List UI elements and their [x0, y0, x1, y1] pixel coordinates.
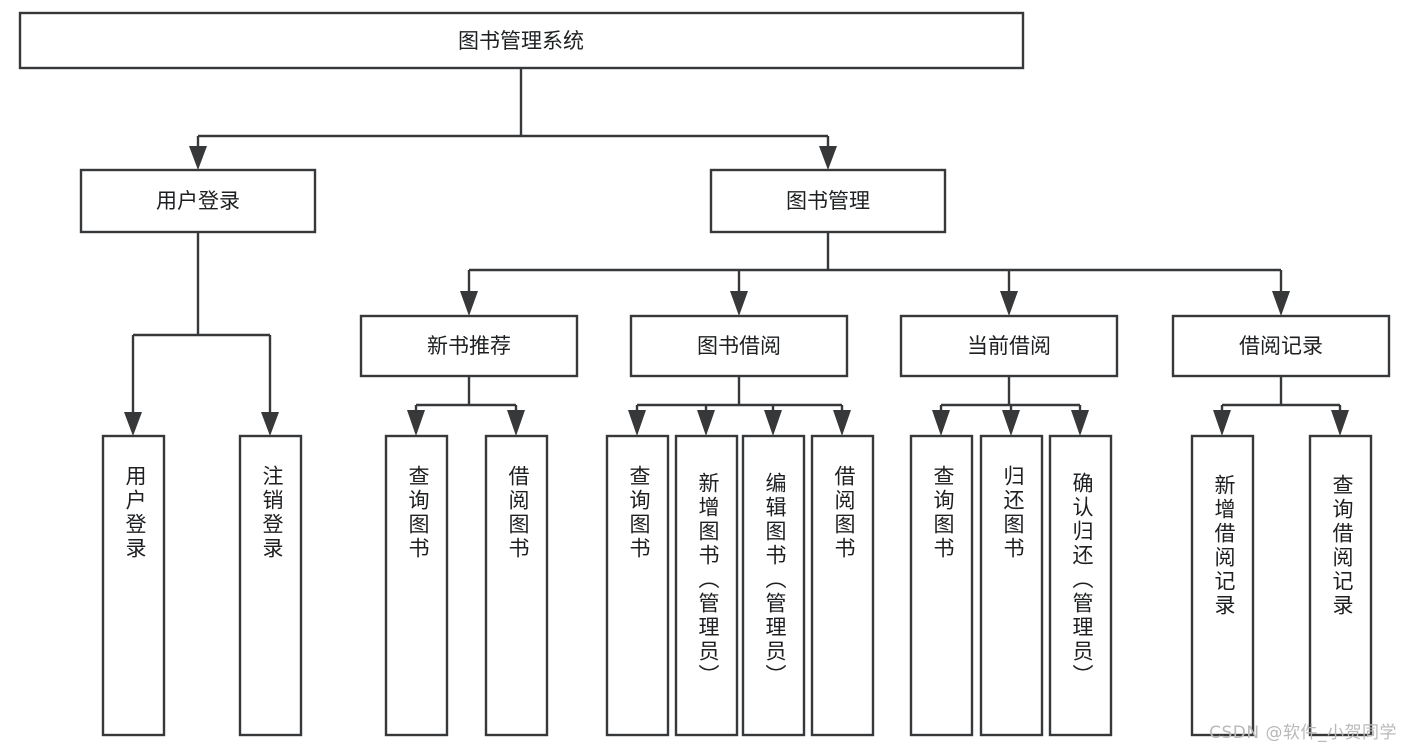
- leaf-return-book-label: 归还图书: [1001, 465, 1025, 561]
- node-book-manage[interactable]: 图书管理: [709, 168, 947, 234]
- node-root[interactable]: 图书管理系统: [18, 11, 1025, 70]
- leaf-add-record-label: 新增借阅记录: [1212, 474, 1236, 618]
- csdn-watermark: CSDN @软件_小贺同学: [1209, 723, 1397, 743]
- leaf-query-record-label: 查询借阅记录: [1330, 474, 1354, 618]
- node-borrow-record[interactable]: 借阅记录: [1171, 314, 1391, 378]
- leaf-add-book-box[interactable]: [674, 434, 739, 737]
- node-user-login-box[interactable]: [79, 168, 317, 234]
- arrow-newbook-leaf2: [507, 410, 525, 436]
- leaf-query-book-c-label: 查询图书: [931, 465, 955, 561]
- leaf-user-login-label: 用户登录: [123, 465, 147, 561]
- leaf-borrow-book-b-label: 借阅图书: [832, 465, 856, 561]
- leaf-add-record[interactable]: 新增借阅记录: [1190, 434, 1255, 737]
- leaf-query-book-b-box[interactable]: [605, 434, 670, 737]
- node-new-book-rec-label: 新书推荐: [427, 334, 511, 358]
- arrow-bookmanage-c4: [1272, 291, 1290, 316]
- node-book-borrow-label: 图书借阅: [697, 334, 781, 358]
- leaf-return-book-box[interactable]: [979, 434, 1044, 737]
- node-current-borrow-box[interactable]: [899, 314, 1119, 378]
- arrow-borrow-leaf4: [833, 410, 851, 436]
- leaf-query-book-b-label: 查询图书: [627, 465, 651, 561]
- arrow-userlogin-leaf2: [261, 412, 279, 436]
- leaf-logout-label: 注销登录: [260, 465, 284, 561]
- leaf-add-book-label: 新增图书（管理员）: [696, 472, 720, 688]
- leaf-user-login[interactable]: 用户登录: [101, 434, 166, 737]
- arrow-current-leaf2: [1002, 410, 1020, 436]
- node-book-borrow[interactable]: 图书借阅: [629, 314, 849, 378]
- arrow-borrow-leaf2: [697, 410, 715, 436]
- arrow-current-leaf3: [1071, 410, 1089, 436]
- leaf-query-book-a-box[interactable]: [384, 434, 449, 737]
- arrow-bookmanage-c1: [460, 291, 478, 316]
- leaf-confirm-return-box[interactable]: [1048, 434, 1113, 737]
- arrow-root-to-book-manage: [819, 146, 837, 170]
- leaf-query-book-a-label: 查询图书: [406, 465, 430, 561]
- leaf-edit-book-label: 编辑图书（管理员）: [763, 472, 787, 688]
- node-user-login-label: 用户登录: [156, 189, 240, 213]
- arrow-bookmanage-c2: [730, 291, 748, 316]
- leaf-user-login-box[interactable]: [101, 434, 166, 737]
- arrow-root-to-user-login: [189, 146, 207, 170]
- leaf-edit-book[interactable]: 编辑图书（管理员）: [741, 434, 806, 737]
- node-book-manage-label: 图书管理: [786, 189, 870, 213]
- arrow-current-leaf1: [932, 410, 950, 436]
- leaf-logout-box[interactable]: [238, 434, 303, 737]
- leaf-return-book[interactable]: 归还图书: [979, 434, 1044, 737]
- node-root-label: 图书管理系统: [458, 29, 584, 53]
- leaf-borrow-book-a[interactable]: 借阅图书: [484, 434, 549, 737]
- node-current-borrow-label: 当前借阅: [967, 334, 1051, 358]
- node-new-book-rec-box[interactable]: [359, 314, 579, 378]
- leaf-query-book-a[interactable]: 查询图书: [384, 434, 449, 737]
- arrow-borrow-leaf3: [764, 410, 782, 436]
- arrow-newbook-leaf1: [407, 410, 425, 436]
- leaf-borrow-book-a-box[interactable]: [484, 434, 549, 737]
- leaf-query-book-b[interactable]: 查询图书: [605, 434, 670, 737]
- leaf-query-record[interactable]: 查询借阅记录: [1308, 434, 1373, 737]
- leaf-borrow-book-b-box[interactable]: [810, 434, 875, 737]
- arrow-borrow-leaf1: [628, 410, 646, 436]
- leaf-logout[interactable]: 注销登录: [238, 434, 303, 737]
- node-current-borrow[interactable]: 当前借阅: [899, 314, 1119, 378]
- arrow-userlogin-leaf1: [124, 412, 142, 436]
- leaf-query-book-c-box[interactable]: [909, 434, 974, 737]
- node-new-book-rec[interactable]: 新书推荐: [359, 314, 579, 378]
- node-book-manage-box[interactable]: [709, 168, 947, 234]
- leaf-edit-book-box[interactable]: [741, 434, 806, 737]
- leaf-add-book[interactable]: 新增图书（管理员）: [674, 434, 739, 737]
- leaf-borrow-book-a-label: 借阅图书: [506, 465, 530, 561]
- node-borrow-record-box[interactable]: [1171, 314, 1391, 378]
- leaf-confirm-return[interactable]: 确认归还（管理员）: [1048, 434, 1113, 737]
- leaf-add-record-box[interactable]: [1190, 434, 1255, 737]
- arrow-bookmanage-c3: [1000, 291, 1018, 316]
- node-user-login[interactable]: 用户登录: [79, 168, 317, 234]
- leaf-query-book-c[interactable]: 查询图书: [909, 434, 974, 737]
- leaf-borrow-book-b[interactable]: 借阅图书: [810, 434, 875, 737]
- arrow-record-leaf1: [1213, 410, 1231, 436]
- leaf-confirm-return-label: 确认归还（管理员）: [1070, 472, 1094, 688]
- connector-layer: [124, 68, 1349, 436]
- arrow-record-leaf2: [1331, 410, 1349, 436]
- node-root-box[interactable]: [18, 11, 1025, 70]
- node-book-borrow-box[interactable]: [629, 314, 849, 378]
- leaf-query-record-box[interactable]: [1308, 434, 1373, 737]
- node-borrow-record-label: 借阅记录: [1239, 334, 1323, 358]
